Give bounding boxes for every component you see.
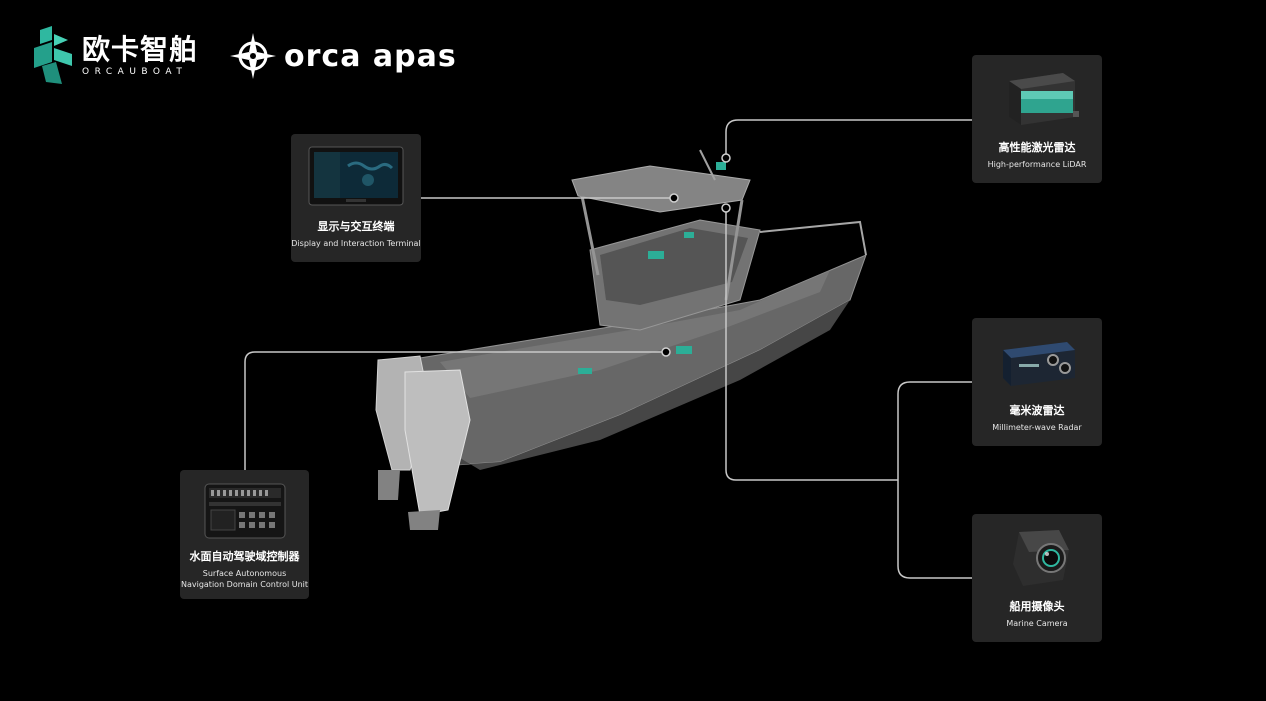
radar-device-icon bbox=[1003, 342, 1075, 386]
controller-subtitle-line1: Surface Autonomous bbox=[202, 569, 287, 578]
lidar-device-icon bbox=[1009, 73, 1079, 125]
controller-subtitle-line2: Navigation Domain Control Unit bbox=[180, 580, 309, 589]
connector-nodes bbox=[661, 153, 731, 357]
logo-area: 欧卡智舶 ORCAUBOAT orca apas bbox=[32, 24, 457, 88]
controller-card: 水面自动驾驶域控制器 Surface Autonomous Navigation… bbox=[180, 470, 309, 599]
display-terminal-title: 显示与交互终端 bbox=[317, 220, 395, 233]
orca-apas-compass-icon bbox=[230, 33, 277, 79]
camera-device-icon bbox=[1013, 530, 1069, 586]
orca-apas-brand: orca apas bbox=[230, 33, 457, 79]
display-terminal-subtitle: Display and Interaction Terminal bbox=[291, 239, 421, 248]
camera-subtitle: Marine Camera bbox=[1006, 619, 1068, 628]
orca-apas-wordmark: orca apas bbox=[284, 38, 457, 74]
connector-lines bbox=[244, 119, 972, 579]
radar-title: 毫米波雷达 bbox=[1009, 404, 1065, 417]
lidar-title: 高性能激光雷达 bbox=[998, 141, 1076, 154]
connector-radar-camera-branch bbox=[897, 381, 972, 579]
brand-name-en: ORCAUBOAT bbox=[82, 67, 188, 77]
connector-controller bbox=[244, 351, 666, 470]
orcauboat-logo-icon bbox=[34, 26, 72, 84]
connector-radar-camera bbox=[725, 208, 898, 481]
boat-illustration bbox=[375, 149, 867, 530]
radar-card: 毫米波雷达 Millimeter-wave Radar bbox=[972, 318, 1102, 446]
lidar-card: 高性能激光雷达 High-performance LiDAR bbox=[972, 55, 1102, 183]
display-terminal-icon bbox=[308, 146, 404, 206]
camera-card: 船用摄像头 Marine Camera bbox=[972, 514, 1102, 642]
display-terminal-card: 显示与交互终端 Display and Interaction Terminal bbox=[291, 134, 421, 262]
radar-subtitle: Millimeter-wave Radar bbox=[992, 423, 1082, 432]
brand-name-cn: 欧卡智舶 bbox=[82, 33, 199, 66]
controller-device-icon bbox=[204, 483, 285, 539]
connector-lidar bbox=[725, 119, 972, 158]
lidar-subtitle: High-performance LiDAR bbox=[987, 160, 1087, 169]
controller-title: 水面自动驾驶域控制器 bbox=[189, 550, 300, 563]
orcauboat-brand: 欧卡智舶 ORCAUBOAT bbox=[32, 26, 198, 86]
camera-title: 船用摄像头 bbox=[1009, 600, 1065, 613]
